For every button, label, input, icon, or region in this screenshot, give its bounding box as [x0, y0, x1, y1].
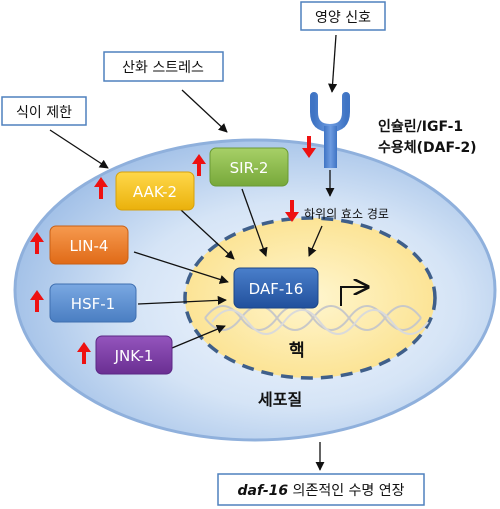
arrow-nutrient-to-receptor	[328, 34, 338, 93]
up-arrow-icon	[30, 232, 44, 254]
up-arrow-icon	[30, 290, 44, 312]
oxidative-stress-label: 산화 스트레스	[122, 60, 204, 76]
cytoplasm-label: 세포질	[258, 390, 302, 409]
downstream-pathway-label: 하위의 효소 경로	[304, 207, 389, 221]
result-box: daf-16 의존적인 수명 연장	[217, 473, 425, 506]
arrow-pathway-to-daf16	[308, 225, 323, 257]
arrow-jnk1-to-daf16	[171, 324, 226, 349]
hsf1-box: HSF-1	[49, 283, 137, 323]
arrow-hsf1-to-daf16	[137, 295, 227, 305]
daf16-box: DAF-16	[233, 267, 319, 309]
down-arrow-icon	[302, 136, 316, 158]
arrow-lin4-to-daf16	[133, 251, 229, 284]
receptor-label-line1: 인슐린/IGF-1	[378, 118, 463, 135]
aak2-label: AAK-2	[133, 183, 177, 201]
arrow-aak2-to-daf16	[180, 209, 235, 260]
arrow-dietary-to-aak2	[49, 129, 109, 169]
jnk1-label: JNK-1	[114, 347, 154, 365]
transcription-arrow-icon	[340, 287, 368, 306]
arrow-sir2-to-daf16	[241, 188, 268, 257]
receptor-label-line2: 수용체(DAF-2)	[378, 140, 477, 156]
lin4-label: LIN-4	[70, 237, 109, 255]
result-label: daf-16 의존적인 수명 연장	[238, 483, 405, 499]
arrow-oxidative-to-sir2	[181, 89, 228, 133]
jnk1-box: JNK-1	[95, 335, 173, 375]
up-arrow-icon	[94, 177, 108, 199]
aak2-box: AAK-2	[115, 171, 195, 211]
oxidative-stress-box: 산화 스트레스	[103, 51, 224, 82]
receptor-icon	[310, 92, 350, 168]
up-arrow-icon	[77, 342, 91, 364]
sir2-box: SIR-2	[209, 147, 289, 187]
daf16-label: DAF-16	[249, 280, 304, 298]
nucleus-label: 핵	[289, 341, 305, 361]
nutrient-signal-box: 영양 신호	[300, 1, 386, 31]
dietary-restriction-label: 식이 제한	[16, 105, 72, 121]
up-arrow-icon	[192, 154, 206, 176]
lin4-box: LIN-4	[49, 225, 129, 265]
sir2-label: SIR-2	[230, 159, 269, 177]
down-arrow-icon	[285, 200, 299, 222]
dna-helix-icon	[204, 305, 429, 335]
result-gene-label: daf-16	[238, 483, 289, 499]
nutrient-signal-label: 영양 신호	[315, 10, 371, 26]
result-text-label: 의존적인 수명 연장	[288, 483, 405, 499]
hsf1-label: HSF-1	[71, 295, 115, 313]
dietary-restriction-box: 식이 제한	[1, 96, 87, 126]
